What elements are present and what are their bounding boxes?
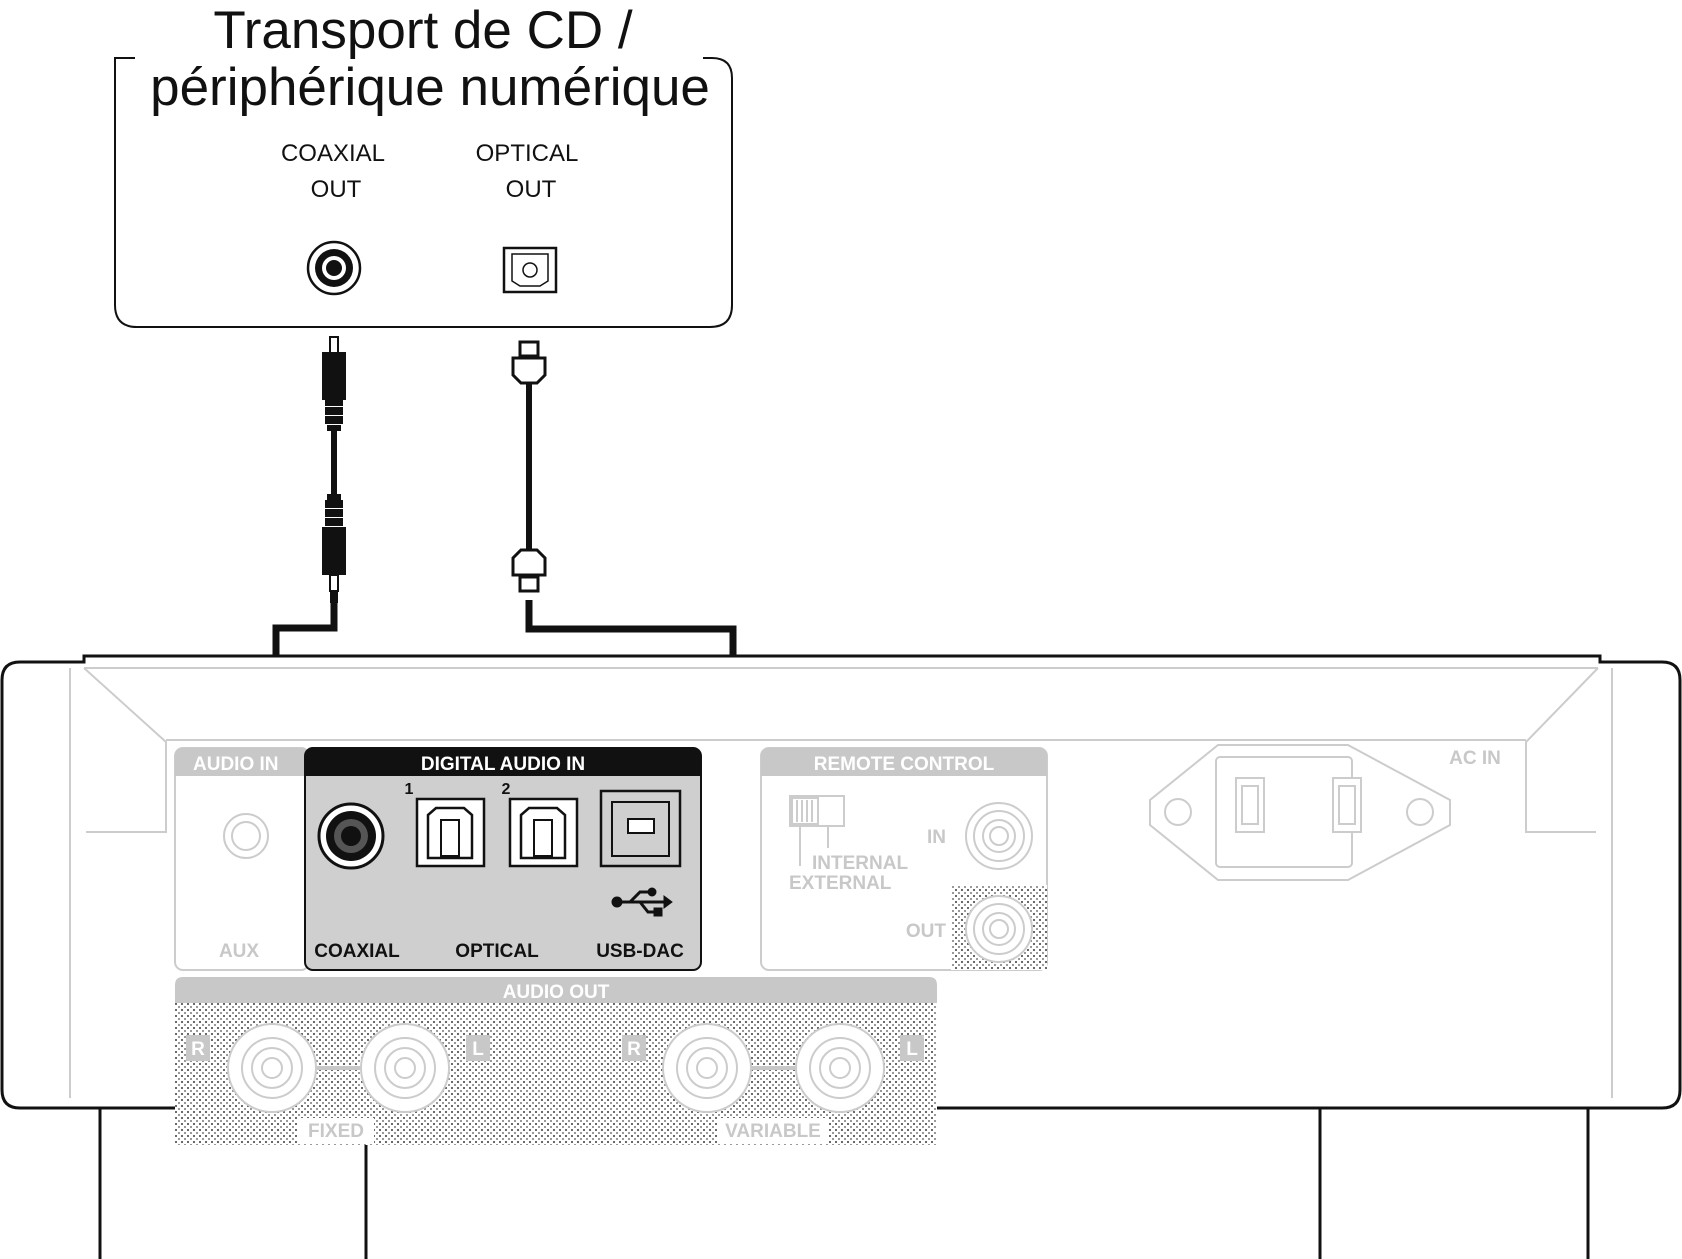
rear-panel: AUDIO IN AUX DIGITAL AUDIO IN 1 bbox=[0, 654, 1682, 1259]
remote-out-label: OUT bbox=[906, 921, 947, 942]
rca-plug-icon bbox=[322, 336, 346, 431]
device-title-line2: périphérique numérique bbox=[150, 58, 710, 117]
digital-audio-in-section: DIGITAL AUDIO IN 1 2 bbox=[304, 747, 702, 971]
optical-2-number: 2 bbox=[502, 781, 511, 798]
usb-icon bbox=[611, 887, 673, 917]
variable-l-jack-icon[interactable] bbox=[795, 1023, 885, 1113]
remote-control-section: REMOTE CONTROL INTERNAL EXTERNAL IN bbox=[760, 747, 1048, 971]
remote-in-label: IN bbox=[927, 827, 946, 848]
remote-in-jack-icon[interactable] bbox=[965, 802, 1033, 870]
rca-plug-icon bbox=[322, 494, 346, 603]
optical-input-2-jack-icon[interactable] bbox=[508, 797, 579, 868]
source-device-outline bbox=[113, 57, 733, 328]
optical-out-label-line2: OUT bbox=[506, 176, 557, 203]
optical-out-jack-icon bbox=[502, 246, 558, 294]
audio-in-header: AUDIO IN bbox=[193, 754, 279, 775]
coaxial-out-label-line2: OUT bbox=[311, 176, 362, 203]
audio-in-section: AUDIO IN AUX bbox=[174, 747, 310, 971]
switch-external-label: EXTERNAL bbox=[789, 873, 892, 894]
variable-l-label: L bbox=[906, 1039, 918, 1060]
coaxial-input-label: COAXIAL bbox=[314, 941, 400, 962]
audio-out-section: AUDIO OUT R L R bbox=[175, 977, 937, 1145]
usb-dac-label: USB-DAC bbox=[596, 941, 684, 962]
coaxial-input-jack-icon[interactable] bbox=[317, 802, 385, 870]
remote-out-jack-icon[interactable] bbox=[965, 895, 1033, 963]
optical-out-label-line1: OPTICAL bbox=[476, 140, 579, 167]
fixed-l-jack-icon[interactable] bbox=[360, 1023, 450, 1113]
variable-r-label: R bbox=[627, 1039, 641, 1060]
ac-inlet-icon[interactable] bbox=[1149, 744, 1451, 881]
panel-inner-lines bbox=[69, 667, 1613, 1098]
optical-plug-icon bbox=[511, 548, 547, 593]
digital-audio-in-header: DIGITAL AUDIO IN bbox=[421, 754, 585, 775]
fixed-l-label: L bbox=[472, 1039, 484, 1060]
optical-input-label: OPTICAL bbox=[455, 941, 539, 962]
fixed-r-jack-icon[interactable] bbox=[227, 1023, 317, 1113]
coaxial-out-jack-icon bbox=[306, 240, 362, 296]
optical-input-1-jack-icon[interactable] bbox=[415, 797, 486, 868]
optical-plug-icon bbox=[511, 340, 547, 385]
variable-label: VARIABLE bbox=[725, 1121, 821, 1142]
audio-out-header: AUDIO OUT bbox=[503, 982, 610, 1003]
usb-b-port-icon[interactable] bbox=[599, 789, 682, 868]
ac-in-label: AC IN bbox=[1449, 748, 1501, 769]
coaxial-out-label-line1: COAXIAL bbox=[281, 140, 385, 167]
device-title-line1: Transport de CD / bbox=[213, 1, 633, 60]
aux-jack-icon bbox=[223, 813, 269, 859]
internal-external-switch[interactable] bbox=[789, 795, 845, 866]
switch-internal-label: INTERNAL bbox=[812, 853, 908, 874]
source-device: Transport de CD / périphérique numérique… bbox=[113, 1, 733, 328]
optical-1-number: 1 bbox=[405, 781, 414, 798]
variable-r-jack-icon[interactable] bbox=[662, 1023, 752, 1113]
aux-label: AUX bbox=[219, 941, 259, 962]
remote-control-header: REMOTE CONTROL bbox=[814, 754, 995, 775]
chassis-feet bbox=[98, 1108, 1590, 1259]
fixed-label: FIXED bbox=[308, 1121, 364, 1142]
fixed-r-label: R bbox=[191, 1039, 205, 1060]
